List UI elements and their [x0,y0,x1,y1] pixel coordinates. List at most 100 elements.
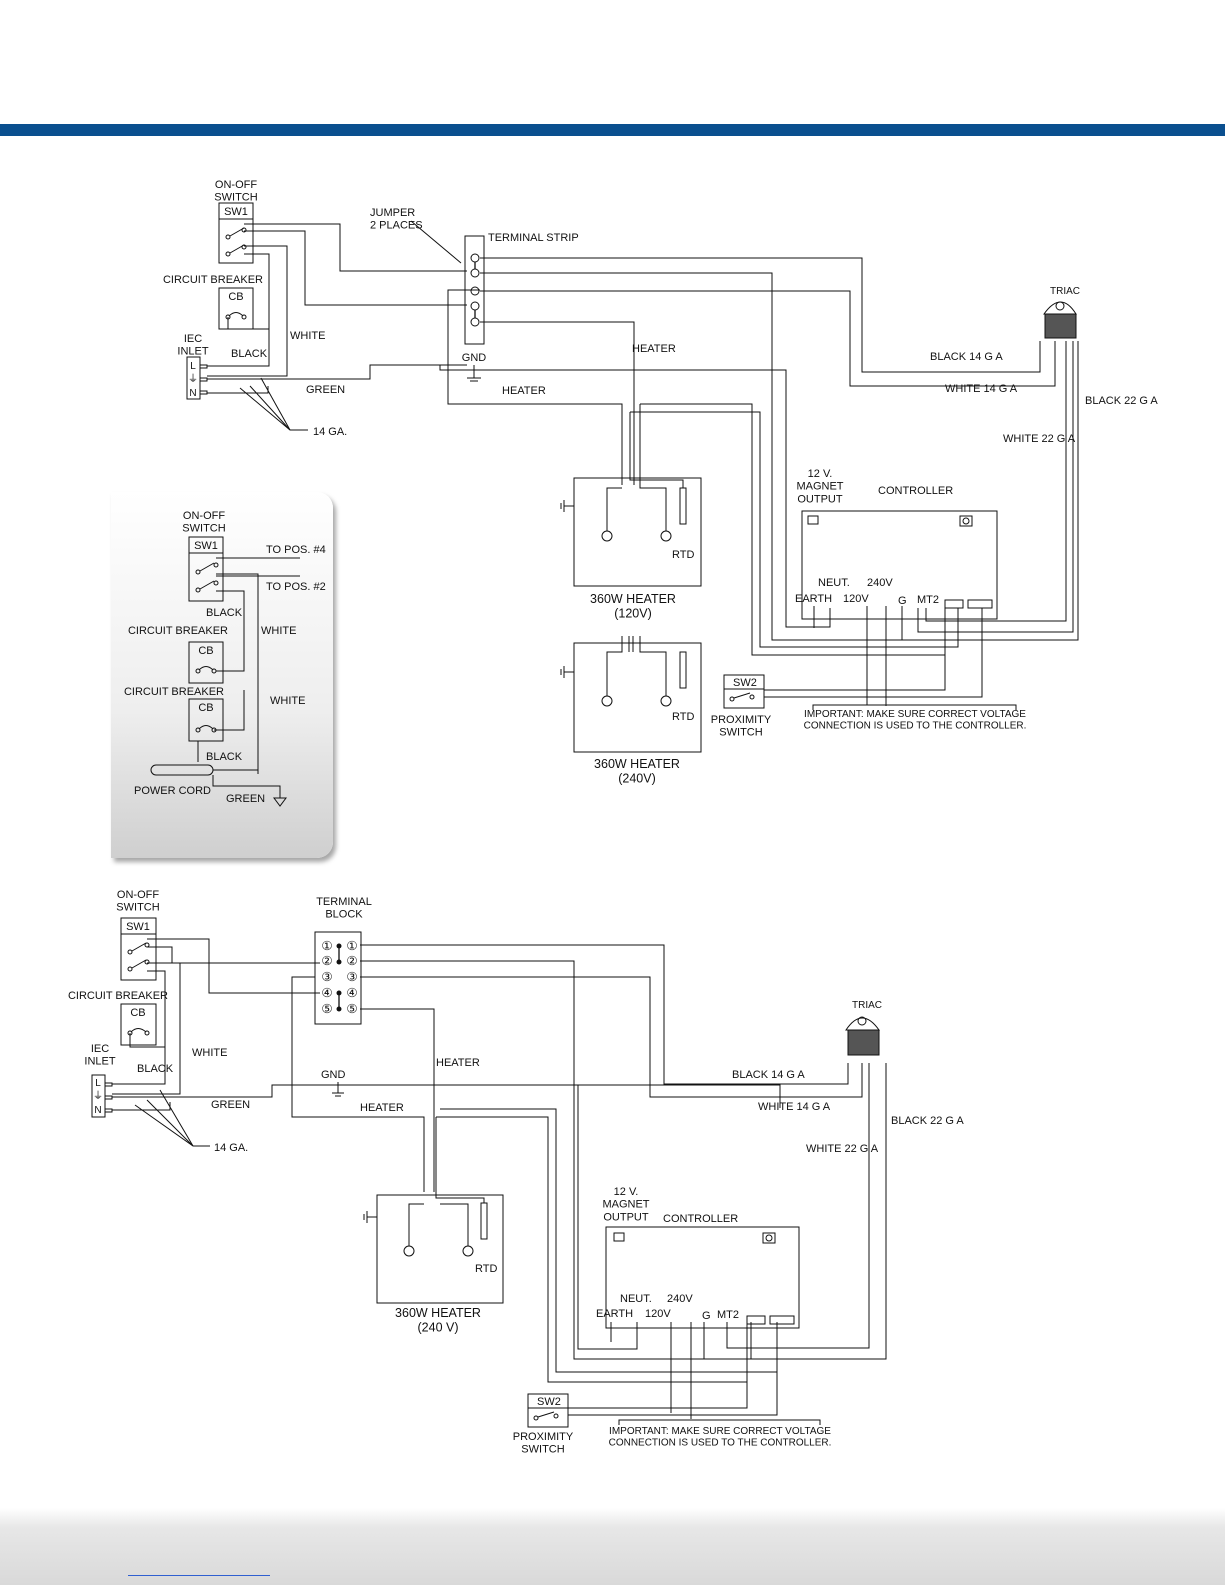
svg-text:CB: CB [130,1007,145,1019]
svg-text:TRIAC: TRIAC [852,1000,882,1011]
svg-text:CIRCUIT BREAKER: CIRCUIT BREAKER [124,686,224,698]
svg-text:G: G [898,595,907,607]
svg-text:N: N [94,1105,101,1116]
top-heater-120-label: 360W HEATER(120V) [590,592,676,620]
top-sw2-box [723,674,765,709]
svg-text:WHITE 14 G A: WHITE 14 G A [945,383,1018,395]
svg-text:TO POS. #2: TO POS. #2 [266,581,326,593]
svg-text:IMPORTANT: MAKE SURE CORRECT V: IMPORTANT: MAKE SURE CORRECT VOLTAGECONN… [609,1426,832,1449]
svg-text:GREEN: GREEN [226,793,265,805]
svg-text:②: ② [321,954,332,968]
svg-text:HEATER: HEATER [436,1057,480,1069]
footer-band [0,1508,1225,1585]
svg-text:MT2: MT2 [717,1309,739,1321]
svg-text:RTD: RTD [672,549,694,561]
svg-text:BLACK 14 G A: BLACK 14 G A [930,351,1003,363]
svg-text:MT2: MT2 [917,594,939,606]
svg-text:120V: 120V [645,1308,671,1320]
svg-text:BLACK: BLACK [206,751,243,763]
svg-text:①: ① [321,939,332,953]
top-circuit-breaker-label: CIRCUIT BREAKER [163,274,263,286]
svg-text:BLACK: BLACK [206,607,243,619]
svg-text:CB: CB [198,645,213,657]
svg-text:③: ③ [321,970,332,984]
svg-text:WHITE: WHITE [290,330,325,342]
svg-text:POWER CORD: POWER CORD [134,785,211,797]
svg-text:SW1: SW1 [126,921,150,933]
svg-text:14 GA.: 14 GA. [313,426,347,438]
svg-text:SW2: SW2 [537,1396,561,1408]
svg-text:WHITE: WHITE [270,695,305,707]
svg-text:RTD: RTD [475,1263,497,1275]
svg-text:WHITE: WHITE [261,625,296,637]
svg-text:N: N [189,388,196,399]
top-gnd-label: GND [462,352,487,364]
top-heater-240-label: 360W HEATER(240V) [594,757,680,785]
svg-text:NEUT.: NEUT. [620,1293,652,1305]
top-triac-label: TRIAC [1050,286,1080,297]
svg-text:WHITE: WHITE [192,1047,227,1059]
svg-text:L: L [95,1078,101,1089]
svg-text:CIRCUIT BREAKER: CIRCUIT BREAKER [68,990,168,1002]
svg-text:EARTH: EARTH [596,1308,633,1320]
svg-text:BLACK: BLACK [231,348,268,360]
svg-text:BLACK 14 G A: BLACK 14 G A [732,1069,805,1081]
svg-text:240V: 240V [867,577,893,589]
top-cb-label: CB [228,291,243,303]
top-heater-120-box [573,477,702,587]
svg-text:④: ④ [346,986,357,1000]
svg-text:RTD: RTD [672,711,694,723]
svg-text:240V: 240V [667,1293,693,1305]
svg-text:⑤: ⑤ [321,1002,332,1016]
svg-text:CB: CB [198,702,213,714]
svg-text:WHITE 22 G A: WHITE 22 G A [806,1143,879,1155]
header-band [0,124,1225,136]
svg-text:CONTROLLER: CONTROLLER [878,485,953,497]
svg-text:120V: 120V [843,593,869,605]
svg-text:③: ③ [346,970,357,984]
svg-text:BLACK: BLACK [137,1063,174,1075]
svg-text:HEATER: HEATER [502,385,546,397]
top-sw1-label: SW1 [224,206,248,218]
svg-text:HEATER: HEATER [632,343,676,355]
top-sw1-box [218,202,254,264]
top-heater-240-box [573,642,702,753]
top-triac-body [1044,313,1077,339]
svg-text:④: ④ [321,986,332,1000]
svg-text:SW2: SW2 [733,677,757,689]
svg-text:GND: GND [321,1069,346,1081]
svg-text:14 GA.: 14 GA. [214,1142,248,1154]
svg-text:BLACK 22 G A: BLACK 22 G A [1085,395,1158,407]
svg-text:⑤: ⑤ [346,1002,357,1016]
svg-text:WHITE 22 G A: WHITE 22 G A [1003,433,1076,445]
svg-text:CIRCUIT BREAKER: CIRCUIT BREAKER [128,625,228,637]
footer-link-underline[interactable] [128,1575,270,1576]
svg-text:①: ① [346,939,357,953]
svg-text:SW1: SW1 [194,540,218,552]
svg-text:L: L [190,361,196,372]
svg-text:GREEN: GREEN [211,1099,250,1111]
svg-text:NEUT.: NEUT. [818,577,850,589]
svg-text:G: G [702,1310,711,1322]
svg-text:WHITE 14 G A: WHITE 14 G A [758,1101,831,1113]
svg-text:BLACK 22 G A: BLACK 22 G A [891,1115,964,1127]
svg-text:HEATER: HEATER [360,1102,404,1114]
svg-text:②: ② [346,954,357,968]
svg-text:TO POS. #4: TO POS. #4 [266,544,326,556]
